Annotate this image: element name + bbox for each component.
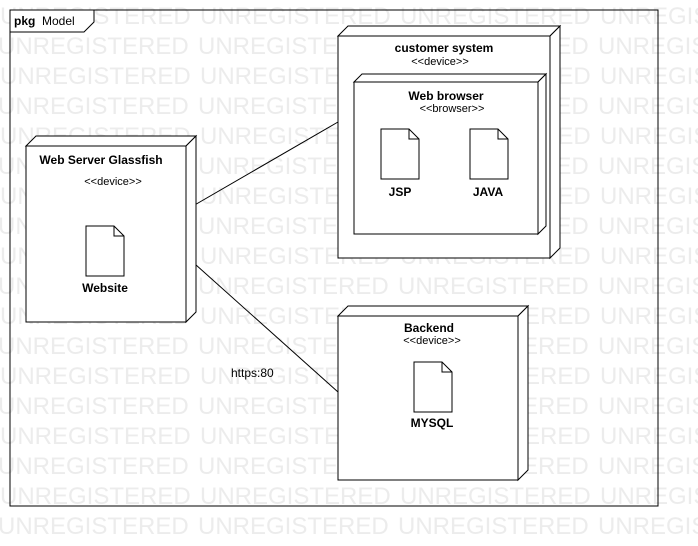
watermark-text: UNREGISTERED bbox=[600, 123, 698, 150]
watermark-text: UNREGISTERED bbox=[598, 393, 698, 420]
watermark-text: UNREGISTERED bbox=[600, 243, 698, 270]
package-frame: pkg Model bbox=[9, 9, 659, 507]
watermark-text: UNREGISTERED bbox=[598, 513, 698, 540]
watermark-text: UNREGISTERED bbox=[600, 63, 698, 90]
artifact-mysql-icon[interactable] bbox=[413, 361, 453, 413]
node-backend-stereotype: <<device>> bbox=[403, 335, 461, 347]
watermark-text: UNREGISTERED bbox=[0, 363, 191, 390]
node-web-server-name: Web Server Glassfish bbox=[39, 153, 162, 167]
watermark-text: UNREGISTERED bbox=[0, 333, 189, 360]
watermark-text: UNREGISTERED bbox=[0, 453, 189, 480]
frame-keyword: pkg bbox=[14, 14, 35, 28]
watermark-text: UNREGISTERED bbox=[198, 513, 389, 540]
connector-label-https: https:80 bbox=[231, 366, 274, 380]
watermark-text: UNREGISTERED bbox=[0, 513, 189, 540]
node-web-browser-stereotype: <<browser>> bbox=[420, 103, 485, 115]
watermark-text: UNREGISTERED bbox=[0, 543, 191, 546]
watermark-text: UNREGISTERED bbox=[598, 453, 698, 480]
node-web-server-stereotype: <<device>> bbox=[84, 176, 142, 188]
watermark-text: UNREGISTERED bbox=[600, 363, 698, 390]
artifact-mysql-label: MYSQL bbox=[411, 416, 454, 430]
watermark-text: UNREGISTERED bbox=[400, 543, 591, 546]
watermark-text: UNREGISTERED bbox=[600, 543, 698, 546]
watermark-text: UNREGISTERED bbox=[0, 423, 191, 450]
node-web-browser-name: Web browser bbox=[408, 89, 483, 103]
watermark-text: UNREGISTERED bbox=[598, 153, 698, 180]
watermark-text: UNREGISTERED bbox=[0, 33, 189, 60]
connector-server-customer[interactable] bbox=[185, 121, 339, 211]
watermark-text: UNREGISTERED bbox=[598, 93, 698, 120]
watermark-text: UNREGISTERED bbox=[0, 393, 189, 420]
artifact-website-label: Website bbox=[82, 281, 128, 295]
watermark-text: UNREGISTERED bbox=[598, 213, 698, 240]
node-customer-system-stereotype: <<device>> bbox=[411, 56, 469, 68]
node-backend-name: Backend bbox=[404, 321, 454, 335]
artifact-jsp-label: JSP bbox=[389, 185, 412, 199]
watermark-text: UNREGISTERED bbox=[200, 543, 391, 546]
watermark-text: UNREGISTERED bbox=[398, 513, 589, 540]
watermark-text: UNREGISTERED bbox=[600, 303, 698, 330]
artifact-java-icon[interactable] bbox=[469, 128, 509, 180]
node-customer-system-name: customer system bbox=[395, 41, 494, 55]
watermark-text: UNREGISTERED bbox=[598, 333, 698, 360]
connector-server-backend[interactable] bbox=[185, 255, 339, 393]
watermark-text: UNREGISTERED bbox=[198, 273, 389, 300]
artifact-java-label: JAVA bbox=[473, 185, 504, 199]
watermark-text: UNREGISTERED bbox=[600, 3, 698, 30]
watermark-text: UNREGISTERED bbox=[0, 93, 189, 120]
watermark-text: UNREGISTERED bbox=[600, 423, 698, 450]
watermark-text: UNREGISTERED bbox=[598, 273, 698, 300]
watermark-text: UNREGISTERED bbox=[600, 183, 698, 210]
frame-name: Model bbox=[42, 14, 75, 28]
artifact-website-icon[interactable] bbox=[85, 225, 125, 277]
watermark-text: UNREGISTERED bbox=[598, 33, 698, 60]
watermark-text: UNREGISTERED bbox=[0, 63, 191, 90]
watermark-text: UNREGISTERED bbox=[398, 273, 589, 300]
artifact-jsp-icon[interactable] bbox=[380, 128, 420, 180]
